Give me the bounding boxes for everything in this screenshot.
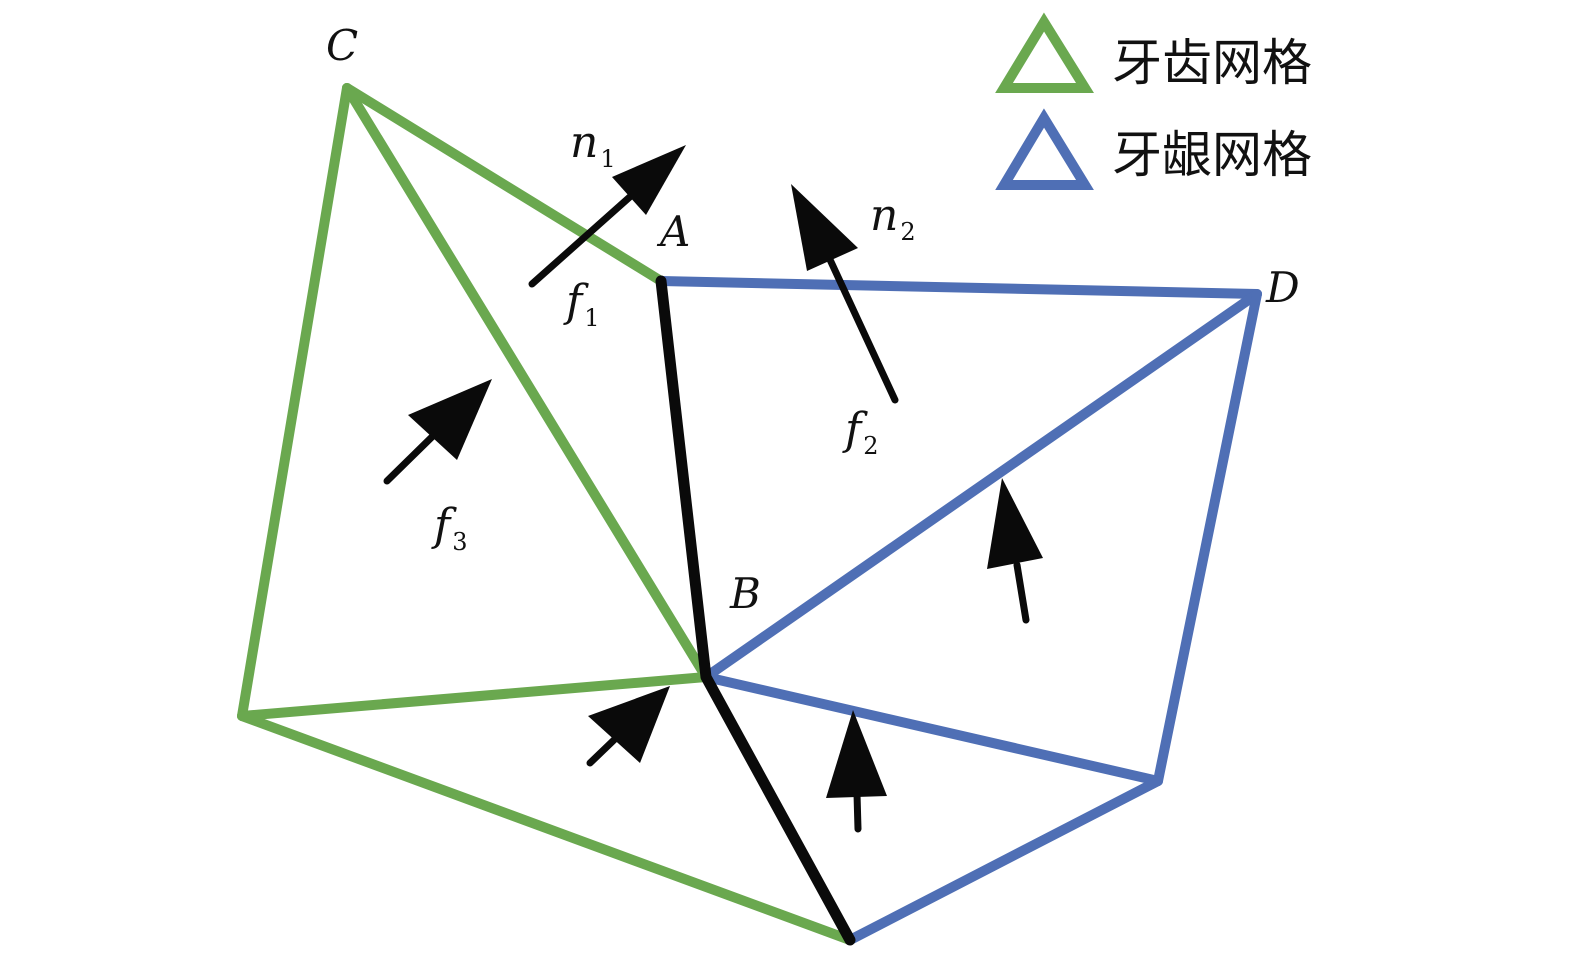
- legend-label-tooth-mesh: 牙齿网格: [1112, 34, 1312, 92]
- legend-label-gum-mesh: 牙龈网格: [1112, 126, 1312, 184]
- vertex-label-b: B: [729, 569, 761, 618]
- edge-bottom-right: [845, 776, 1163, 945]
- edge-b-d: [701, 289, 1262, 682]
- edge-d-right: [1153, 289, 1262, 786]
- arrow-gum-lower: [826, 710, 887, 833]
- arrow-n1: [528, 145, 686, 288]
- vertex-label-c: C: [326, 21, 358, 70]
- vertex-label-d: D: [1265, 263, 1300, 312]
- face-label-f1: f1: [563, 276, 600, 332]
- arrow-n2: [791, 184, 899, 404]
- normal-label-n1: n1: [570, 117, 616, 173]
- vertex-label-a: A: [656, 207, 690, 256]
- legend-item-gum-mesh: 牙龈网格: [995, 108, 1312, 190]
- tooth-mesh: [237, 83, 855, 945]
- face-label-f3: f3: [431, 500, 468, 556]
- edge-c-b: [342, 83, 711, 682]
- edge-c-a: [342, 83, 666, 286]
- boundary-line: [655, 275, 856, 946]
- green-triangle-icon: [995, 12, 1094, 93]
- normal-label-n2: n2: [870, 190, 916, 246]
- gum-mesh: [656, 276, 1262, 945]
- legend: 牙齿网格 牙龈网格: [995, 12, 1312, 190]
- normal-arrows: [383, 145, 1043, 833]
- arrow-gum-upper: [987, 478, 1043, 624]
- legend-item-tooth-mesh: 牙齿网格: [995, 12, 1312, 93]
- face-label-f2: f2: [842, 404, 879, 460]
- edge-left-b: [237, 672, 711, 721]
- blue-triangle-icon: [995, 108, 1094, 190]
- edge-c-left: [237, 83, 352, 721]
- edge-a-d: [656, 276, 1262, 299]
- edge-left-bottom: [237, 711, 855, 945]
- arrow-tooth-lower: [586, 686, 670, 767]
- arrow-f3-normal: [383, 379, 492, 485]
- edge-b-right: [701, 672, 1163, 786]
